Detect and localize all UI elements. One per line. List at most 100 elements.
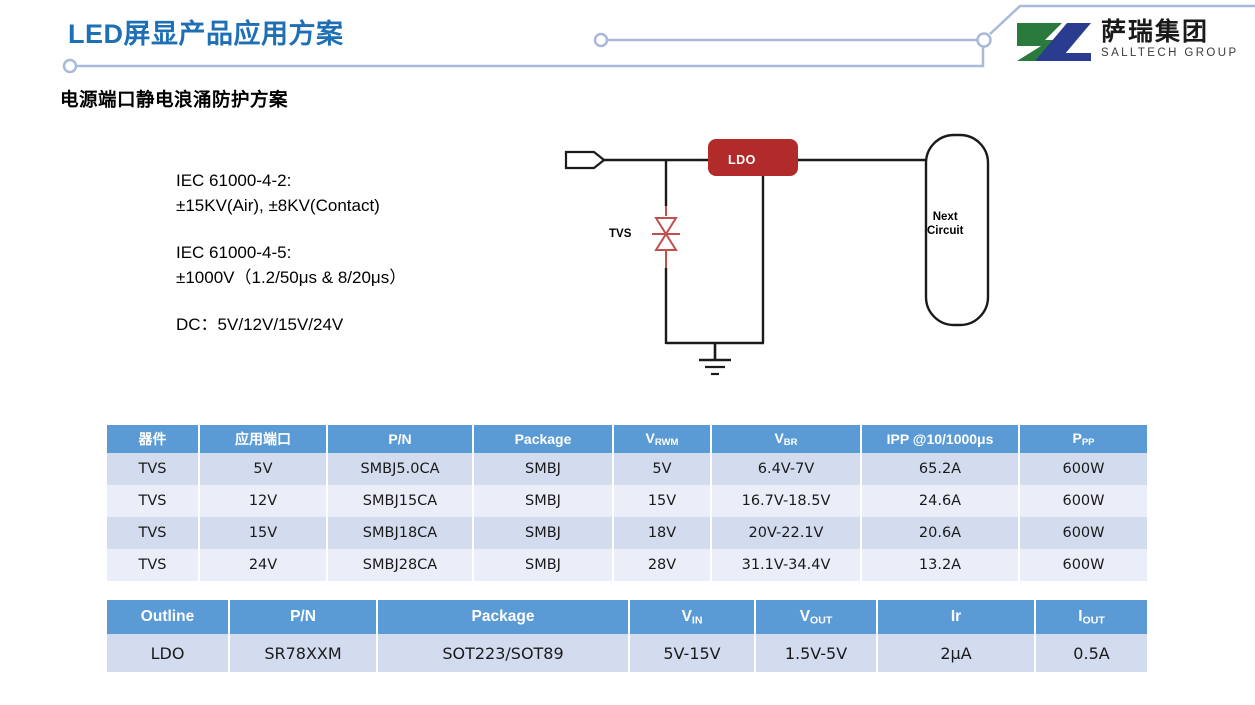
logo-text: 萨瑞集团 SALLTECH GROUP	[1101, 17, 1249, 60]
table-cell: SOT223/SOT89	[376, 634, 630, 672]
table-cell: 65.2A	[860, 453, 1020, 485]
next-circuit-label: Next Circuit	[927, 210, 963, 238]
ldo-header-label: Outline	[140, 608, 195, 625]
company-logo: 萨瑞集团 SALLTECH GROUP	[1015, 18, 1247, 66]
table-cell: 24.6A	[860, 485, 1020, 517]
tvs-header-subscript: RWM	[654, 437, 679, 449]
spec-line-1: IEC 61000-4-2:	[176, 171, 292, 190]
table-cell: SMBJ	[472, 517, 614, 549]
ldo-header-cell: Package	[376, 600, 630, 634]
table-cell: 600W	[1018, 453, 1147, 485]
spec-gap-2	[176, 290, 406, 312]
table-cell: LDO	[107, 634, 230, 672]
tvs-header-label: Package	[514, 431, 572, 447]
table-cell: TVS	[107, 485, 200, 517]
table-cell: 5V	[612, 453, 712, 485]
table-cell: 0.5A	[1034, 634, 1147, 672]
tvs-header-cell: VRWM	[612, 425, 712, 453]
table-cell: 31.1V-34.4V	[710, 549, 862, 581]
table-cell: 20V-22.1V	[710, 517, 862, 549]
tvs-header-label: 应用端口	[235, 431, 291, 447]
tvs-label: TVS	[609, 228, 632, 240]
tvs-header-cell: 应用端口	[198, 425, 328, 453]
next-circuit-line1: Next	[932, 211, 958, 223]
table-cell: 2μA	[876, 634, 1036, 672]
table-cell: 24V	[198, 549, 328, 581]
table-cell: 600W	[1018, 485, 1147, 517]
table-cell: 5V	[198, 453, 328, 485]
tvs-header-label: 器件	[138, 431, 167, 447]
ldo-header-cell: P/N	[228, 600, 378, 634]
table-cell: TVS	[107, 453, 200, 485]
tvs-header-cell: 器件	[107, 425, 200, 453]
tvs-header-label: P/N	[388, 431, 412, 447]
spec-text-block: IEC 61000-4-2: ±15KV(Air), ±8KV(Contact)…	[176, 168, 406, 337]
ldo-header-subscript: OUT	[1082, 614, 1105, 627]
logo-en-name: SALLTECH GROUP	[1101, 47, 1239, 59]
spec-line-4: ±1000V（1.2/50μs & 8/20μs）	[176, 268, 407, 287]
table-cell: SMBJ15CA	[326, 485, 474, 517]
ldo-header-cell: Ir	[876, 600, 1036, 634]
table-cell: 5V-15V	[628, 634, 756, 672]
tvs-header-cell: P/N	[326, 425, 474, 453]
ldo-header-label: Package	[471, 608, 535, 625]
ldo-header-cell: VIN	[628, 600, 756, 634]
section-subtitle: 电源端口静电浪涌防护方案	[60, 89, 289, 110]
table-cell: SMBJ	[472, 485, 614, 517]
table-cell: 15V	[198, 517, 328, 549]
tvs-header-label: V	[774, 429, 784, 446]
tvs-header-cell: IPP @10/1000μs	[860, 425, 1020, 453]
next-circuit-line2: Circuit	[927, 225, 964, 237]
spec-line-2: ±15KV(Air), ±8KV(Contact)	[176, 196, 380, 215]
ldo-header-subscript: OUT	[810, 614, 833, 627]
ldo-header-cell: VOUT	[754, 600, 878, 634]
ldo-header-cell: Outline	[107, 600, 230, 634]
circuit-svg	[564, 133, 990, 376]
table-cell: 600W	[1018, 549, 1147, 581]
table-cell: 16.7V-18.5V	[710, 485, 862, 517]
tvs-header-cell: PPP	[1018, 425, 1147, 453]
table-cell: 600W	[1018, 517, 1147, 549]
spec-line-3: IEC 61000-4-5:	[176, 243, 292, 262]
table-cell: SR78XXM	[228, 634, 378, 672]
table-cell: SMBJ18CA	[326, 517, 474, 549]
table-cell: 15V	[612, 485, 712, 517]
logo-cn-name: 萨瑞集团	[1101, 17, 1210, 46]
table-cell: SMBJ28CA	[326, 549, 474, 581]
table-cell: 28V	[612, 549, 712, 581]
table-cell: 20.6A	[860, 517, 1020, 549]
ldo-header-cell: IOUT	[1034, 600, 1147, 634]
page-title: LED屏显产品应用方案	[68, 19, 344, 49]
ldo-header-label: P/N	[290, 608, 316, 625]
header-decoration	[62, 4, 1255, 74]
table-cell: 6.4V-7V	[710, 453, 862, 485]
circuit-diagram: TVS LDO Next Circuit	[548, 128, 1018, 383]
ldo-header-label: Ir	[950, 608, 962, 625]
tvs-header-label: IPP @10/1000μs	[886, 431, 994, 447]
ldo-header-label: I	[1078, 607, 1083, 625]
table-cell: 12V	[198, 485, 328, 517]
tvs-header-subscript: PP	[1081, 437, 1095, 449]
tvs-header-subscript: BR	[783, 437, 798, 449]
page-header: LED屏显产品应用方案 萨瑞集团 SALLTECH GROUP	[0, 0, 1255, 80]
ldo-header-label: V	[799, 607, 811, 625]
tvs-header-cell: Package	[472, 425, 614, 453]
table-cell: 1.5V-5V	[754, 634, 878, 672]
tvs-header-cell: VBR	[710, 425, 862, 453]
table-cell: TVS	[107, 549, 200, 581]
logo-mark-icon	[1017, 23, 1091, 61]
table-cell: SMBJ	[472, 549, 614, 581]
tvs-header-label: V	[645, 429, 655, 446]
spec-gap-1	[176, 218, 406, 240]
